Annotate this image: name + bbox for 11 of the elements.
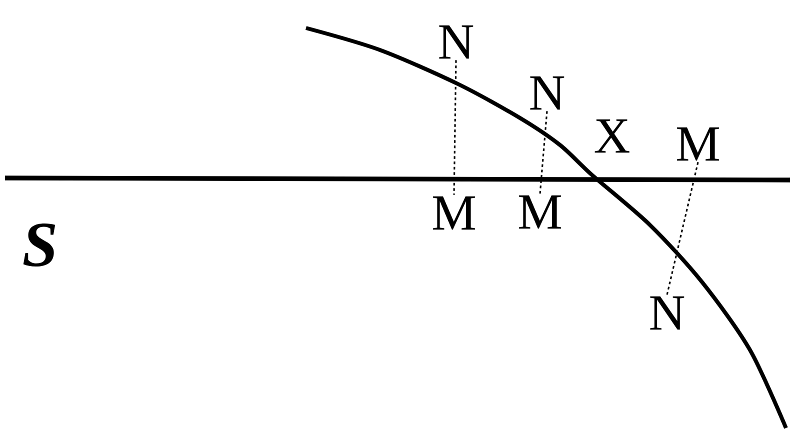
point-label: N: [530, 76, 564, 110]
point-label: M: [432, 196, 476, 230]
point-label: S: [23, 224, 56, 266]
point-label: X: [594, 119, 630, 153]
point-label: M: [518, 195, 562, 229]
point-label: N: [439, 25, 474, 59]
ordinate-line: [539, 111, 548, 194]
ordinate-line: [666, 162, 699, 295]
ordinate-line: [453, 60, 457, 195]
point-label: N: [650, 296, 684, 330]
point-label: M: [676, 127, 720, 161]
